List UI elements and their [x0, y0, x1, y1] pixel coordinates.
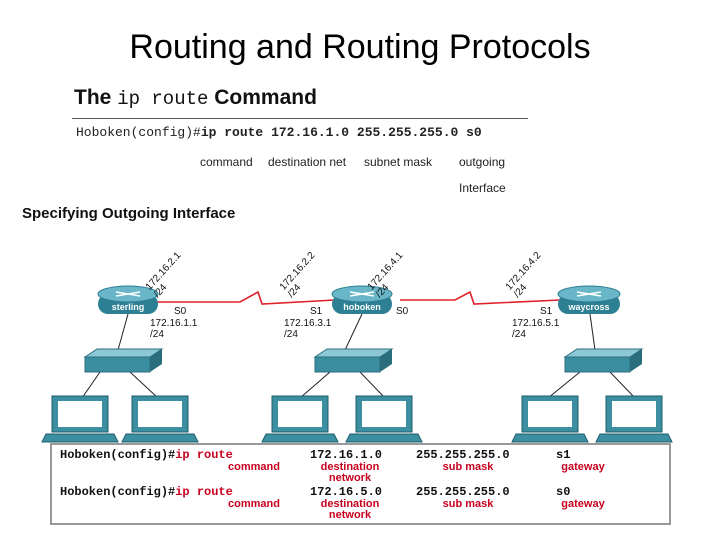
- figure-title-part1: The: [74, 86, 112, 109]
- cmd-keyword: ip route: [200, 125, 264, 140]
- anno-destination: destination net: [268, 155, 347, 169]
- config-command: ip route: [175, 448, 233, 462]
- lan-prefix: /24: [512, 329, 526, 340]
- cmd-destination: 172.16.1.0: [271, 125, 350, 140]
- config-destination: 172.16.1.0: [310, 448, 383, 462]
- config-label-command: command: [228, 498, 280, 510]
- router-label-sterling: sterling: [111, 302, 145, 312]
- drop-line: [129, 371, 159, 399]
- config-row: Hoboken(config)#ip route: [60, 485, 233, 499]
- serial-link-hoboken-waycross: [400, 290, 561, 305]
- config-target: s0: [556, 485, 571, 499]
- drop-line: [609, 371, 636, 399]
- pc: [345, 395, 423, 443]
- config-label-target: gateway: [561, 461, 605, 473]
- config-destination: 172.16.5.0: [310, 485, 383, 499]
- router-label-waycross: waycross: [568, 302, 610, 312]
- pc: [261, 395, 339, 443]
- switch-sterling: [83, 348, 164, 373]
- config-label-network: network: [328, 472, 372, 484]
- command-line: Hoboken(config)#ip route 172.16.1.0 255.…: [76, 125, 482, 140]
- config-row: Hoboken(config)#ip route: [60, 448, 233, 462]
- pc: [511, 395, 589, 443]
- config-label-network: network: [328, 509, 372, 521]
- figure-title: The ip route Command: [74, 86, 317, 110]
- config-target: s1: [556, 448, 571, 462]
- pc: [41, 395, 119, 443]
- section-title: Specifying Outgoing Interface: [22, 205, 236, 222]
- lan-ip: 172.16.1.1: [150, 318, 198, 329]
- lan-ip: 172.16.5.1: [512, 318, 560, 329]
- config-mask: 255.255.255.0: [416, 448, 510, 462]
- router-waycross: [557, 285, 621, 314]
- drop-line: [547, 371, 581, 399]
- config-label-target: gateway: [561, 498, 605, 510]
- drop-line: [299, 371, 331, 399]
- config-label-destination: destination: [320, 461, 380, 473]
- uplink-waycross: [589, 313, 596, 351]
- anno-outgoing-2: Interface: [459, 181, 506, 195]
- figure-title-part2: ip route: [117, 88, 209, 110]
- lan-label-hoboken: 172.16.3.1/24: [284, 318, 331, 340]
- router-sterling: [97, 285, 159, 314]
- router-hoboken: [331, 285, 393, 314]
- uplink-hoboken: [344, 313, 363, 351]
- pc: [121, 395, 199, 443]
- cmd-mask: 255.255.255.0: [356, 125, 459, 140]
- lan-ip: 172.16.3.1: [284, 318, 332, 329]
- anno-mask: subnet mask: [364, 155, 433, 169]
- iface-hoboken-s0: S0: [396, 306, 409, 317]
- lan-prefix: /24: [284, 329, 298, 340]
- lan-prefix: /24: [150, 329, 164, 340]
- cmd-interface: s0: [466, 125, 482, 140]
- config-panel: Hoboken(config)#ip route 172.16.1.0 255.…: [50, 443, 671, 525]
- iface-hoboken-s1: S1: [310, 306, 323, 317]
- config-prompt: Hoboken(config)#: [60, 448, 176, 462]
- config-mask: 255.255.255.0: [416, 485, 510, 499]
- cmd-prompt: Hoboken(config)#: [76, 125, 201, 140]
- lan-label-sterling: 172.16.1.1/24: [150, 318, 197, 340]
- config-label-command: command: [228, 461, 280, 473]
- slide-title: Routing and Routing Protocols: [129, 28, 591, 66]
- header-rule: [72, 118, 528, 119]
- config-label-destination: destination: [320, 498, 380, 510]
- drop-line: [359, 371, 386, 399]
- uplink-sterling: [117, 313, 129, 351]
- router-label-hoboken: hoboken: [343, 302, 381, 312]
- config-prompt: Hoboken(config)#: [60, 485, 176, 499]
- drop-line: [81, 371, 101, 399]
- pc: [595, 395, 673, 443]
- figure-title-part3: Command: [214, 86, 317, 109]
- anno-outgoing-1: outgoing: [459, 155, 506, 169]
- config-command: ip route: [175, 485, 233, 499]
- lan-label-waycross: 172.16.5.1/24: [512, 318, 559, 340]
- config-label-mask: sub mask: [442, 461, 494, 473]
- switch-waycross: [563, 348, 644, 373]
- iface-sterling-s0: S0: [174, 306, 187, 317]
- config-label-mask: sub mask: [442, 498, 494, 510]
- serial-link-sterling-hoboken: [155, 290, 336, 305]
- iface-waycross-s1: S1: [540, 306, 553, 317]
- switch-hoboken: [313, 348, 394, 373]
- anno-command: command: [200, 155, 253, 169]
